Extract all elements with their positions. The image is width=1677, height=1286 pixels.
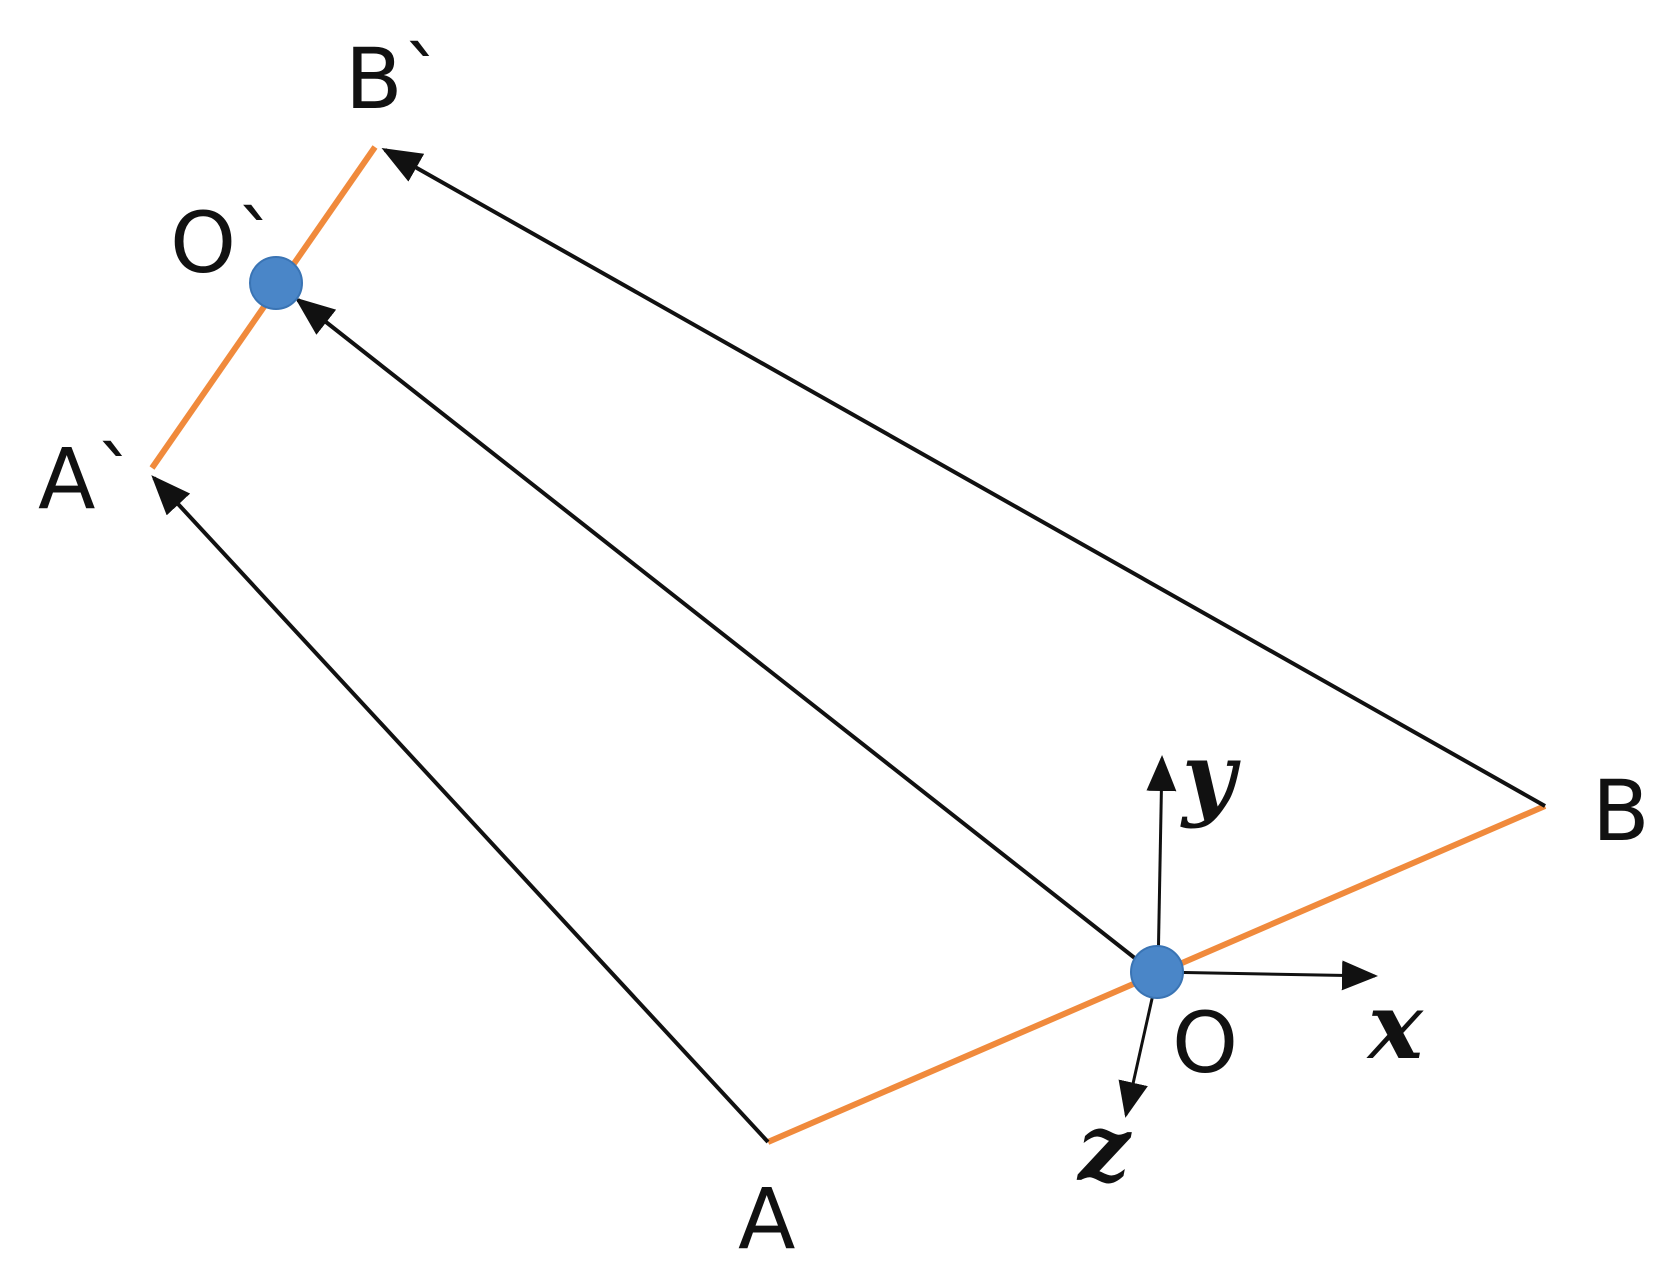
point-o xyxy=(1130,945,1184,999)
label-a: A xyxy=(738,1170,795,1268)
label-b-prime: B` xyxy=(345,30,445,128)
x-axis-arrow xyxy=(1157,960,1378,991)
point-o-prime xyxy=(249,256,303,310)
label-o-prime: O` xyxy=(170,194,278,292)
label-axis-x: x xyxy=(1366,972,1424,1080)
label-b: B xyxy=(1592,762,1650,860)
y-axis-arrow xyxy=(1146,755,1177,973)
label-o: O xyxy=(1172,994,1238,1092)
label-axis-y: y xyxy=(1180,722,1241,830)
arrow-a-to-a-prime xyxy=(151,475,770,1144)
segment-a-prime-b-prime xyxy=(149,145,378,470)
label-axis-z: z xyxy=(1076,1094,1132,1202)
arrow-b-to-b-prime xyxy=(381,148,1546,808)
arrow-o-to-o-prime xyxy=(294,297,1152,972)
label-a-prime: A` xyxy=(38,430,137,528)
